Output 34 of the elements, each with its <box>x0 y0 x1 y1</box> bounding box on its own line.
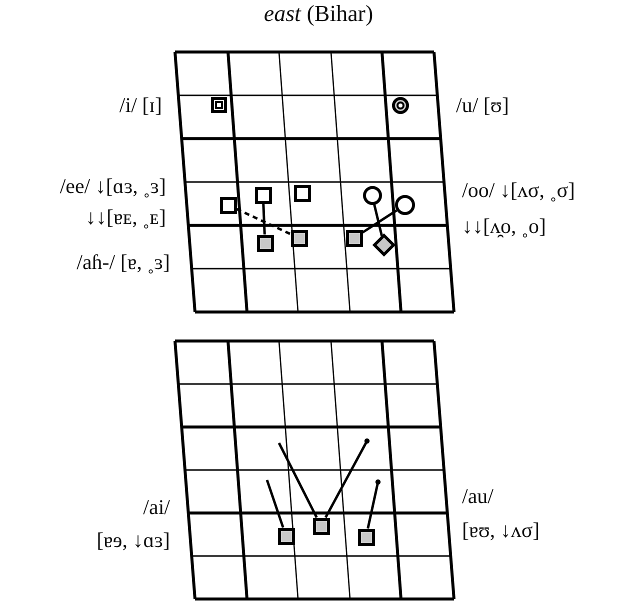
vowel-label: /ee/ ↓[ɑɜ, ˳ɜ] <box>60 174 166 198</box>
vowel-label: ↓↓[ɐᴇ, ˳ᴇ] <box>86 205 166 229</box>
diamond-marker <box>373 234 395 256</box>
circle-marker <box>395 195 415 215</box>
vowel-label: [ɐɘ, ↓ɑɜ] <box>96 528 170 552</box>
double-circle-marker <box>392 96 408 114</box>
square-marker <box>290 230 308 246</box>
square-marker <box>220 196 236 214</box>
glide-line <box>373 204 384 236</box>
square-marker <box>312 518 330 534</box>
glide-line <box>262 203 266 235</box>
square-marker <box>346 230 362 246</box>
glide-line <box>366 479 381 529</box>
glide-line <box>362 209 398 234</box>
vowel-label: [ɐʊ, ↓ʌσ] <box>462 518 540 542</box>
vowel-label: /au/ <box>462 484 494 508</box>
chart-title: east (Bihar) <box>262 2 374 26</box>
vowel-label: /u/ [ʊ] <box>456 93 509 117</box>
vowel-label: /i/ [ɪ] <box>119 93 162 117</box>
square-marker <box>278 528 294 544</box>
vowel-label: /ai/ <box>143 495 170 519</box>
square-marker <box>294 184 310 202</box>
vowel-label: /aɦ-/ [ɐ, ˳ɜ] <box>76 250 170 274</box>
glide-line <box>266 480 284 528</box>
square-marker <box>254 186 272 204</box>
vowel-label: ↓↓[ʌ̯o, ˳o] <box>462 214 546 238</box>
glide-line <box>324 438 370 518</box>
circle-marker <box>362 186 382 204</box>
vowel-label: /oo/ ↓[ʌσ, ˳σ] <box>462 178 576 202</box>
glide-line <box>278 442 318 518</box>
square-marker <box>358 528 374 546</box>
glide-line <box>236 208 292 236</box>
square-marker <box>256 234 274 252</box>
double-square-marker <box>211 97 227 113</box>
